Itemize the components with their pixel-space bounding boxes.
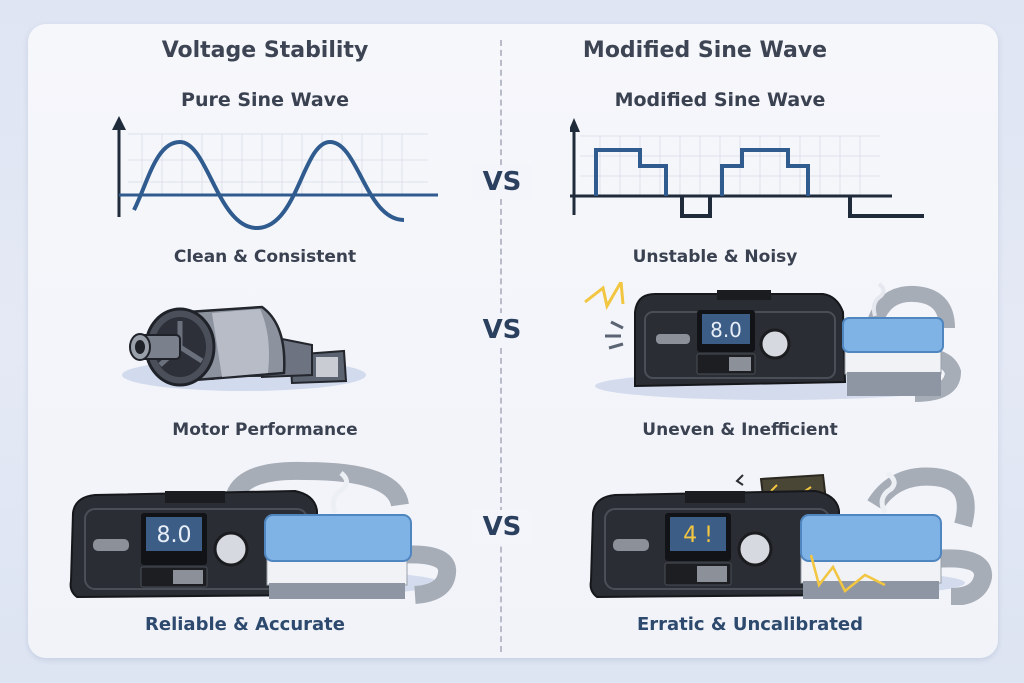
svg-text:8.0: 8.0 — [157, 523, 192, 548]
erratic-cpap-device: 4 ! — [575, 455, 995, 605]
modified-sine-title: Modified Sine Wave — [614, 89, 826, 111]
svg-text:4 !: 4 ! — [683, 523, 713, 548]
spark-icon — [584, 282, 625, 350]
left-heading: Voltage Stability — [161, 38, 369, 63]
right-heading: Modified Sine Wave — [582, 38, 828, 63]
vs-label-waves: VS — [472, 165, 532, 199]
clean-consistent-caption: Clean & Consistent — [173, 247, 357, 267]
erratic-uncalibrated-caption: Erratic & Uncalibrated — [636, 614, 864, 635]
electric-crack-icon — [809, 554, 886, 593]
unstable-noisy-caption: Unstable & Noisy — [632, 247, 798, 267]
svg-text:8.0: 8.0 — [710, 318, 742, 342]
uneven-inefficient-caption: Uneven & Inefficient — [642, 420, 838, 440]
reliable-cpap-device: 8.0 — [55, 455, 465, 605]
motor-performance-caption: Motor Performance — [172, 420, 358, 440]
modified-sine-chart — [570, 112, 930, 232]
vs-label-device: VS — [472, 510, 532, 544]
vs-label-motor: VS — [472, 313, 532, 347]
pure-sine-chart — [108, 112, 448, 232]
noisy-cpap-device: 8.0 — [575, 282, 975, 412]
pure-sine-title: Pure Sine Wave — [181, 89, 349, 111]
motor-illustration — [112, 285, 382, 395]
reliable-accurate-caption: Reliable & Accurate — [145, 614, 345, 635]
